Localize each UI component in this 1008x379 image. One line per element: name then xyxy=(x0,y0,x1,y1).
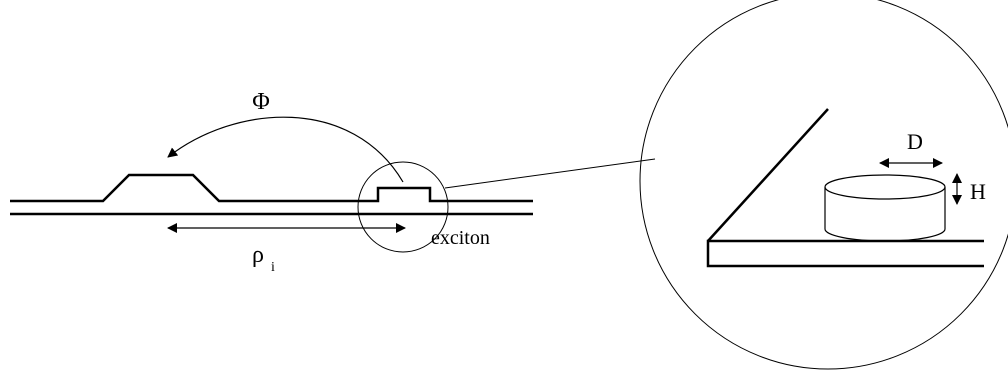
height-label: H xyxy=(970,179,986,204)
phi-label: Φ xyxy=(252,89,270,115)
well-cross-section xyxy=(10,173,533,216)
well-top-interface xyxy=(10,173,533,203)
exciton-label: exciton xyxy=(431,227,490,249)
dot-facet-line xyxy=(707,108,829,242)
exciton-magnifier-circle xyxy=(357,161,449,253)
phi-transfer-arrow xyxy=(167,116,404,183)
quantum-dot-cylinder xyxy=(824,174,946,242)
cylinder-bottom xyxy=(824,228,946,242)
rho-label: ρ xyxy=(252,242,264,268)
zoom-connector-line xyxy=(444,158,656,189)
zoomed-well-layers xyxy=(706,239,984,268)
rho-subscript-label: i xyxy=(271,260,275,275)
diameter-label: D xyxy=(907,129,923,154)
zoomed-view: D H xyxy=(639,0,1008,370)
zoom-circle xyxy=(639,0,1008,370)
cylinder-top xyxy=(824,174,946,200)
